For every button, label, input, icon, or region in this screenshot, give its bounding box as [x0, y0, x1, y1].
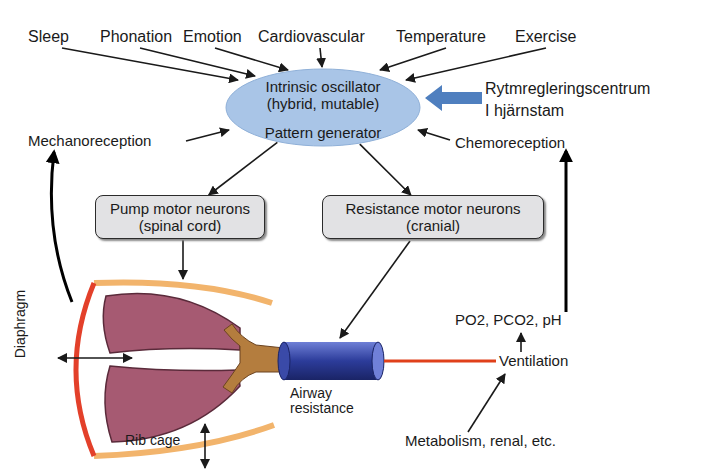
- input-arrow: [62, 48, 238, 80]
- diaphragm: [76, 283, 94, 456]
- flow-arrow: [468, 374, 505, 432]
- movement-arrow: [58, 357, 132, 359]
- text-label: Airway resistance: [290, 386, 365, 416]
- input-arrows: [62, 48, 546, 141]
- airflow-line: [384, 360, 496, 363]
- connector-arrow: [360, 144, 411, 195]
- text-label: Metabolism, renal, etc.: [405, 432, 556, 449]
- airway-cylinder: [284, 342, 378, 380]
- movement-arrow: [204, 424, 206, 468]
- feedback-arrow: [565, 151, 568, 312]
- motor-arrow: [340, 241, 410, 338]
- bronchi: [223, 324, 284, 393]
- connector-arrow: [209, 142, 278, 195]
- text-label: Exercise: [515, 28, 576, 46]
- text-label: Sleep: [28, 28, 69, 46]
- input-arrow: [215, 48, 288, 70]
- text-label: PO2, PCO2, pH: [455, 311, 562, 328]
- motor-arrow: [182, 240, 184, 279]
- flow-arrow: [520, 333, 522, 352]
- text-label: Emotion: [183, 28, 242, 46]
- pointer-arrow: [425, 85, 482, 111]
- ellipse-shape: [226, 69, 420, 146]
- upper-lung: [103, 293, 240, 353]
- lower-lung: [105, 366, 240, 442]
- node-text: Pump motor neurons (spinal cord): [102, 200, 258, 234]
- node-text: Intrinsic oscillator (hybrid, mutable): [253, 78, 393, 112]
- text-label: Temperature: [396, 28, 486, 46]
- text-label: Phonation: [100, 28, 172, 46]
- text-label: Rib cage: [125, 432, 180, 448]
- rib-cage: [94, 282, 272, 303]
- node-text: Resistance motor neurons (cranial): [329, 200, 537, 234]
- cylinder-end: [372, 342, 384, 380]
- text-label: Mechanoreception: [28, 132, 151, 149]
- process-box: Resistance motor neurons (cranial): [322, 195, 544, 239]
- input-arrow: [320, 48, 322, 67]
- text-label: Rytmregleringscentrum I hjärnstam: [485, 78, 655, 122]
- text-label: Cardiovascular: [258, 28, 365, 46]
- oscillator-ellipse: Intrinsic oscillator (hybrid, mutable) Pa…: [225, 68, 421, 147]
- text-label: Chemoreception: [455, 134, 565, 151]
- feedback-arrow: [51, 152, 72, 302]
- input-arrow: [380, 48, 446, 70]
- text-label: Diaphragm: [12, 284, 28, 364]
- cylinder-end: [278, 342, 290, 380]
- input-arrow: [140, 48, 255, 76]
- process-box: Pump motor neurons (spinal cord): [95, 195, 265, 239]
- input-arrow: [186, 130, 229, 141]
- node-text: Pattern generator: [253, 124, 393, 141]
- input-arrow: [406, 48, 546, 80]
- text-label: Ventilation: [499, 352, 568, 369]
- rib-cage: [94, 425, 274, 456]
- input-arrow: [418, 130, 450, 140]
